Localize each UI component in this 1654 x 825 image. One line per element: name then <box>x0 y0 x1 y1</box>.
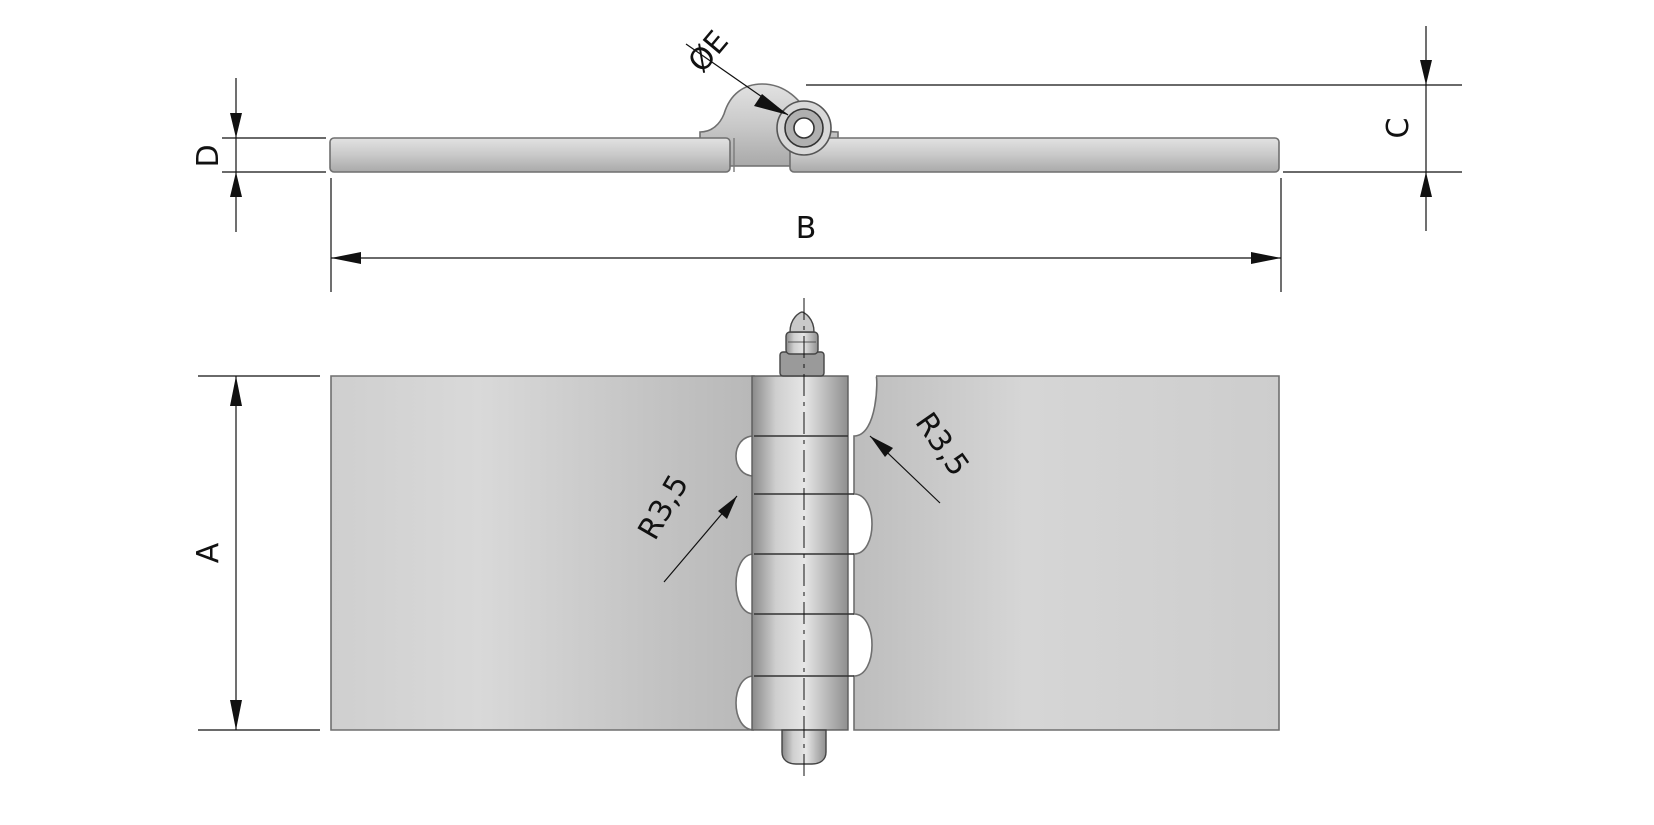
dimension-a-label: A <box>191 542 226 563</box>
dimension-b-label: B <box>796 211 817 246</box>
right-leaf-side <box>789 137 1280 173</box>
dimension-a: A <box>191 375 320 731</box>
left-leaf-side <box>329 137 731 173</box>
pin-barrel <box>751 375 849 731</box>
plan-view <box>330 298 1280 782</box>
dimension-e-label: ØE <box>682 24 736 79</box>
grease-nipple <box>779 311 825 377</box>
dimension-c-label: C <box>1381 118 1416 139</box>
dimension-b: B <box>330 178 1282 292</box>
side-view <box>329 83 1280 173</box>
dimension-d: D <box>191 78 326 232</box>
dimension-d-label: D <box>191 144 226 167</box>
dimension-c: C <box>806 26 1462 231</box>
left-leaf <box>330 375 755 731</box>
right-leaf <box>853 375 1280 731</box>
